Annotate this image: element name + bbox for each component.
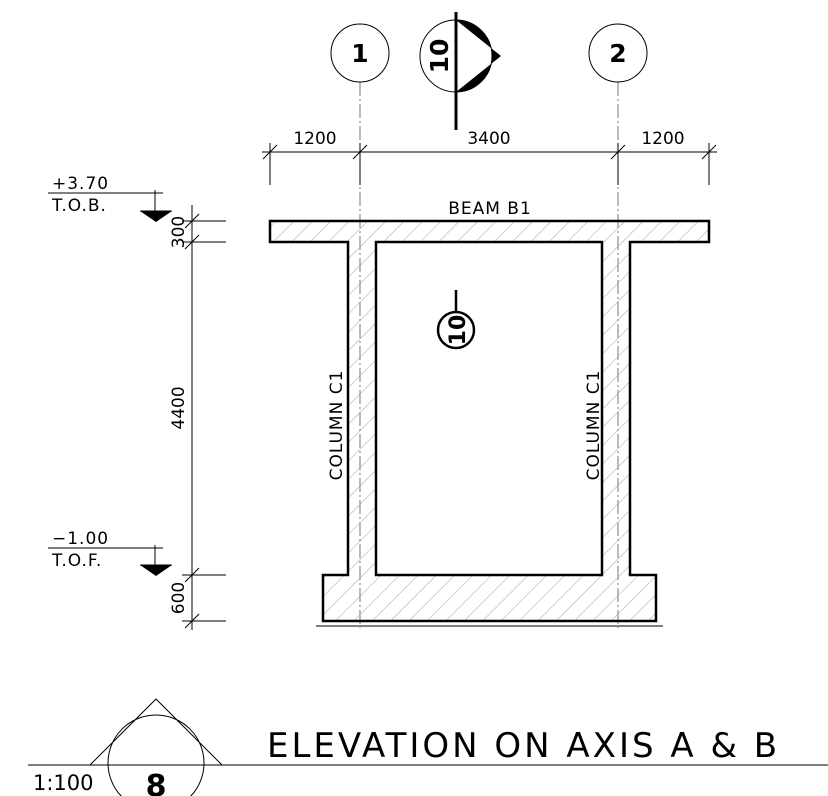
sheet-reference: 8 [146, 769, 167, 796]
dim-column-height: 4400 [169, 386, 189, 429]
level-top-value: +3.70 [52, 174, 109, 194]
dim-beam-depth: 300 [169, 216, 189, 248]
grid-bubble-1-label: 1 [351, 39, 368, 68]
section-marker: 10 [419, 12, 501, 130]
title-block: ELEVATION ON AXIS A & B 1:100 8 [28, 698, 828, 796]
column-right-label: COLUMN C1 [584, 370, 604, 481]
dim-span: 3400 [467, 129, 510, 149]
grid-bubble-2-label: 2 [609, 39, 626, 68]
dim-right-overhang: 1200 [641, 129, 684, 149]
grid-bubble-2: 2 [588, 23, 648, 83]
column-left-label: COLUMN C1 [327, 370, 347, 481]
dim-left-overhang: 1200 [293, 129, 336, 149]
level-bottom-name: T.O.F. [51, 551, 102, 571]
section-callout: 10 [436, 290, 476, 350]
dim-footing-depth: 600 [169, 582, 189, 614]
left-dimension-chain: 300 4400 600 [169, 205, 226, 630]
beam-label: BEAM B1 [448, 199, 532, 219]
concrete-frame [268, 219, 711, 623]
drawing-title: ELEVATION ON AXIS A & B [267, 726, 780, 766]
drawing-scale: 1:100 [33, 771, 94, 795]
level-marker-bottom: −1.00 T.O.F. [48, 529, 172, 576]
top-dimension-chain: 1200 3400 1200 [262, 129, 717, 185]
grid-bubble-1: 1 [330, 23, 390, 83]
level-top-name: T.O.B. [51, 196, 107, 216]
section-callout-label: 10 [446, 315, 471, 346]
section-marker-label: 10 [425, 39, 454, 74]
level-marker-top: +3.70 T.O.B. [48, 174, 172, 222]
level-bottom-value: −1.00 [52, 529, 109, 549]
